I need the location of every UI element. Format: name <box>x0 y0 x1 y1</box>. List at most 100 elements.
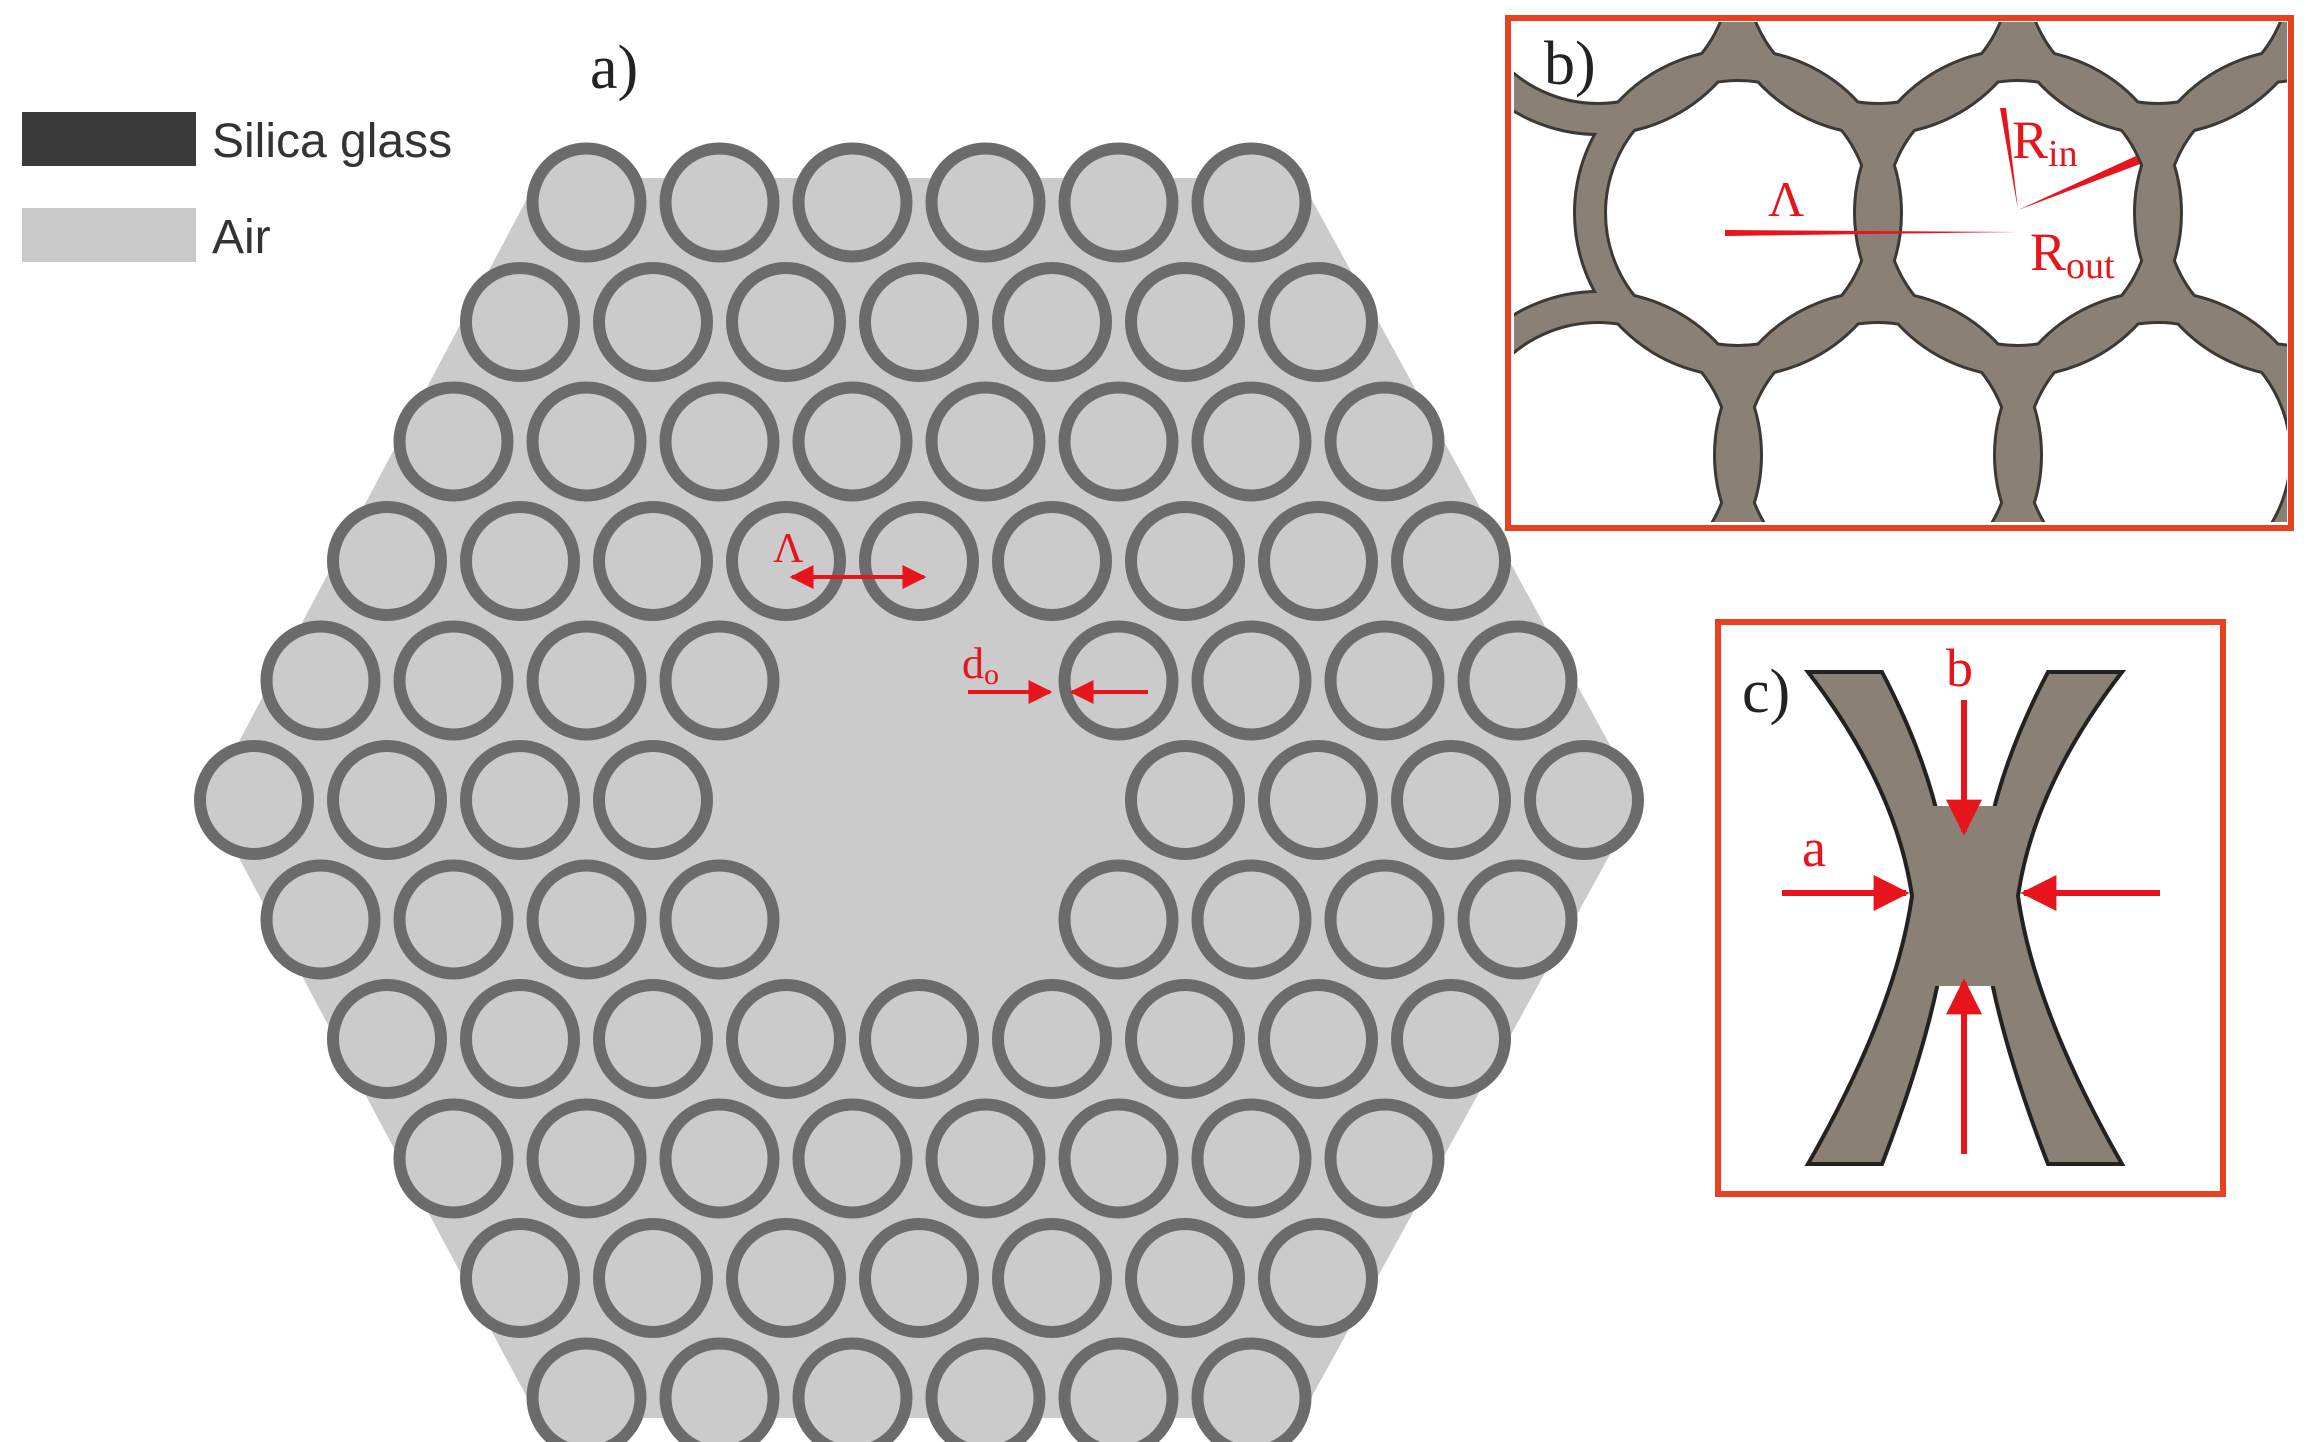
capillary-tube <box>1058 859 1179 980</box>
capillary-tube <box>1125 740 1245 860</box>
capillary-tube <box>1191 381 1312 502</box>
panel-b-label: b) <box>1544 30 1596 98</box>
capillary-tube <box>792 142 913 263</box>
capillary-tube <box>726 262 846 382</box>
gap-a-label: a <box>1802 818 1826 878</box>
capillary-tube <box>992 501 1112 621</box>
capillary-tube <box>992 1218 1112 1338</box>
r-out-label: Rout <box>2030 222 2115 287</box>
capillary-tube <box>327 501 447 621</box>
capillary-tube <box>1258 501 1378 621</box>
capillary-tube <box>393 1098 514 1219</box>
capillary-tube <box>925 381 1046 502</box>
capillary-tube <box>1457 620 1578 741</box>
capillary-tube <box>593 262 713 382</box>
capillary-tube <box>260 859 381 980</box>
panel-b: b) Λ Rin Rout <box>1505 15 2294 531</box>
capillary-tube <box>526 620 647 741</box>
capillary-tube <box>526 1098 647 1219</box>
capillary-tube <box>859 262 979 382</box>
capillary-tube <box>327 979 447 1099</box>
capillary-tube <box>593 740 713 860</box>
capillary-tube <box>393 620 514 741</box>
capillary-tube <box>1125 979 1245 1099</box>
capillary-tube <box>925 142 1046 263</box>
capillary-tube <box>859 979 979 1099</box>
capillary-tube <box>393 381 514 502</box>
capillary-tube <box>1058 381 1179 502</box>
capillary-tube <box>659 1098 780 1219</box>
capillary-tube <box>593 501 713 621</box>
panel-a-label: a) <box>590 34 638 102</box>
capillary-array <box>194 142 1644 1442</box>
capillary-tube <box>1058 620 1179 741</box>
capillary-tube <box>1391 501 1511 621</box>
capillary-tube <box>460 501 580 621</box>
capillary-tube <box>792 1098 913 1219</box>
panel-c-label: c) <box>1742 658 1790 726</box>
capillary-tube <box>1191 142 1312 263</box>
capillary-tube <box>1125 501 1245 621</box>
gap-b-label: b <box>1946 638 1973 698</box>
capillary-tube <box>792 381 913 502</box>
capillary-tube <box>992 262 1112 382</box>
panel-a: a) Λ do <box>194 34 1644 1442</box>
capillary-tube <box>1258 740 1378 860</box>
capillary-tube <box>659 859 780 980</box>
capillary-tube <box>1191 1098 1312 1219</box>
diameter-label: do <box>962 639 999 691</box>
capillary-tube <box>327 740 447 860</box>
capillary-tube <box>593 979 713 1099</box>
capillary-tube <box>526 1337 647 1442</box>
capillary-tube <box>593 1218 713 1338</box>
capillary-tube <box>526 142 647 263</box>
capillary-tube <box>460 1218 580 1338</box>
capillary-tube <box>1258 262 1378 382</box>
capillary-tube <box>1524 740 1644 860</box>
capillary-tube <box>460 979 580 1099</box>
legend-label-silica: Silica glass <box>212 115 452 168</box>
capillary-tube <box>393 859 514 980</box>
capillary-tube <box>992 979 1112 1099</box>
legend: Silica glass Air <box>22 112 452 264</box>
capillary-tube <box>792 1337 913 1442</box>
capillary-tube <box>1125 262 1245 382</box>
capillary-tube <box>925 1098 1046 1219</box>
capillary-tube <box>1191 859 1312 980</box>
capillary-tube <box>1125 1218 1245 1338</box>
capillary-tube <box>659 381 780 502</box>
capillary-tube <box>460 740 580 860</box>
capillary-tube <box>526 859 647 980</box>
capillary-tube <box>260 620 381 741</box>
capillary-tube <box>1058 142 1179 263</box>
capillary-tube <box>859 501 979 621</box>
capillary-tube <box>1058 1337 1179 1442</box>
capillary-tube <box>1258 979 1378 1099</box>
capillary-tube <box>1391 979 1511 1099</box>
capillary-tube <box>659 1337 780 1442</box>
capillary-tube <box>659 142 780 263</box>
capillary-tube <box>726 979 846 1099</box>
panel-b-detail <box>1514 22 2287 522</box>
capillary-tube <box>1258 1218 1378 1338</box>
r-in-label: Rin <box>2012 110 2078 175</box>
capillary-tube <box>1324 1098 1445 1219</box>
capillary-tube <box>925 1337 1046 1442</box>
pitch-label-b: Λ <box>1768 171 1804 227</box>
capillary-tube <box>1324 859 1445 980</box>
capillary-tube <box>1457 859 1578 980</box>
pitch-label: Λ <box>773 526 804 572</box>
capillary-tube <box>1191 1337 1312 1442</box>
capillary-tube <box>859 1218 979 1338</box>
capillary-tube <box>1058 1098 1179 1219</box>
legend-swatch-silica <box>22 112 196 166</box>
capillary-tube <box>194 740 314 860</box>
legend-swatch-air <box>22 208 196 262</box>
capillary-tube <box>726 1218 846 1338</box>
capillary-tube <box>1391 740 1511 860</box>
capillary-tube <box>659 620 780 741</box>
capillary-tube <box>1324 381 1445 502</box>
panel-c: c) b a <box>1715 619 2226 1197</box>
capillary-tube <box>1191 620 1312 741</box>
